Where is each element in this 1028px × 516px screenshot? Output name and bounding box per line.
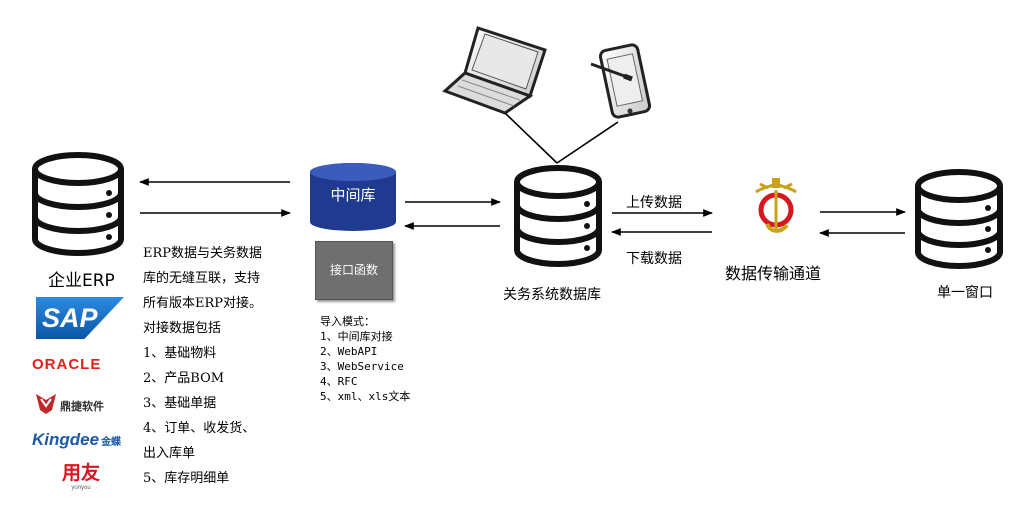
interface-func-box: 接口函数 [315, 241, 393, 300]
import-mode-item: 5、xml、xls文本 [320, 390, 411, 403]
desc-line: 3、基础单据 [143, 396, 217, 411]
tablet-icon [590, 43, 652, 119]
kingdee-logo-sub: 金蝶 [101, 437, 122, 448]
laptop-link-line [504, 112, 558, 164]
upload-label: 上传数据 [626, 195, 682, 211]
single-window-database-icon [915, 169, 1003, 269]
desc-line: 库的无缝互联，支持 [143, 271, 261, 286]
yonyou-logo: 用友 yonyou [58, 464, 104, 492]
import-mode-item: 1、中间库对接 [320, 330, 393, 343]
desc-line: 对接数据包括 [143, 321, 222, 336]
desc-line: 1、基础物料 [143, 346, 217, 361]
desc-line: 5、库存明细单 [143, 471, 230, 486]
desc-line: 所有版本ERP对接。 [143, 296, 263, 311]
import-mode-item: 2、WebAPI [320, 345, 378, 358]
customs-database-icon [514, 165, 602, 267]
desc-line: 4、订单、收发货、 [143, 421, 256, 436]
erp-database-icon [32, 152, 124, 256]
interface-func-label: 接口函数 [329, 263, 378, 277]
kingdee-logo-text: Kingdee [32, 430, 100, 449]
erp-description: ERP数据与关务数据 库的无缝互联，支持 所有版本ERP对接。 对接数据包括 1… [143, 241, 283, 491]
middle-db-cylinder [310, 163, 396, 231]
tablet-link-line [556, 121, 619, 164]
laptop-icon [442, 26, 547, 115]
middle-db-label: 中间库 [330, 186, 376, 204]
dingjie-logo-text: 鼎捷软件 [60, 400, 104, 413]
import-modes-title: 导入模式： [320, 315, 375, 328]
single-window-label: 单一窗口 [937, 285, 993, 301]
desc-line: 出入库单 [143, 446, 196, 461]
sap-logo-text: SAP [42, 303, 98, 333]
import-mode-item: 3、WebService [320, 360, 404, 373]
download-label: 下载数据 [626, 251, 682, 267]
yonyou-logo-sub: yonyou [71, 485, 91, 491]
import-mode-item: 4、RFC [320, 375, 358, 388]
erp-label: 企业ERP [48, 271, 115, 291]
yonyou-logo-text: 用友 [61, 463, 100, 484]
oracle-logo: ORACLE [32, 356, 102, 373]
desc-line: 2、产品BOM [143, 371, 225, 386]
customs-emblem-icon [755, 178, 797, 233]
desc-line: ERP数据与关务数据 [143, 246, 263, 261]
customs-db-label: 关务系统数据库 [503, 287, 601, 303]
channel-label: 数据传输通道 [725, 264, 822, 283]
import-modes: 导入模式： 1、中间库对接 2、WebAPI 3、WebService 4、RF… [320, 314, 450, 404]
dingjie-logo-mark [36, 394, 56, 414]
